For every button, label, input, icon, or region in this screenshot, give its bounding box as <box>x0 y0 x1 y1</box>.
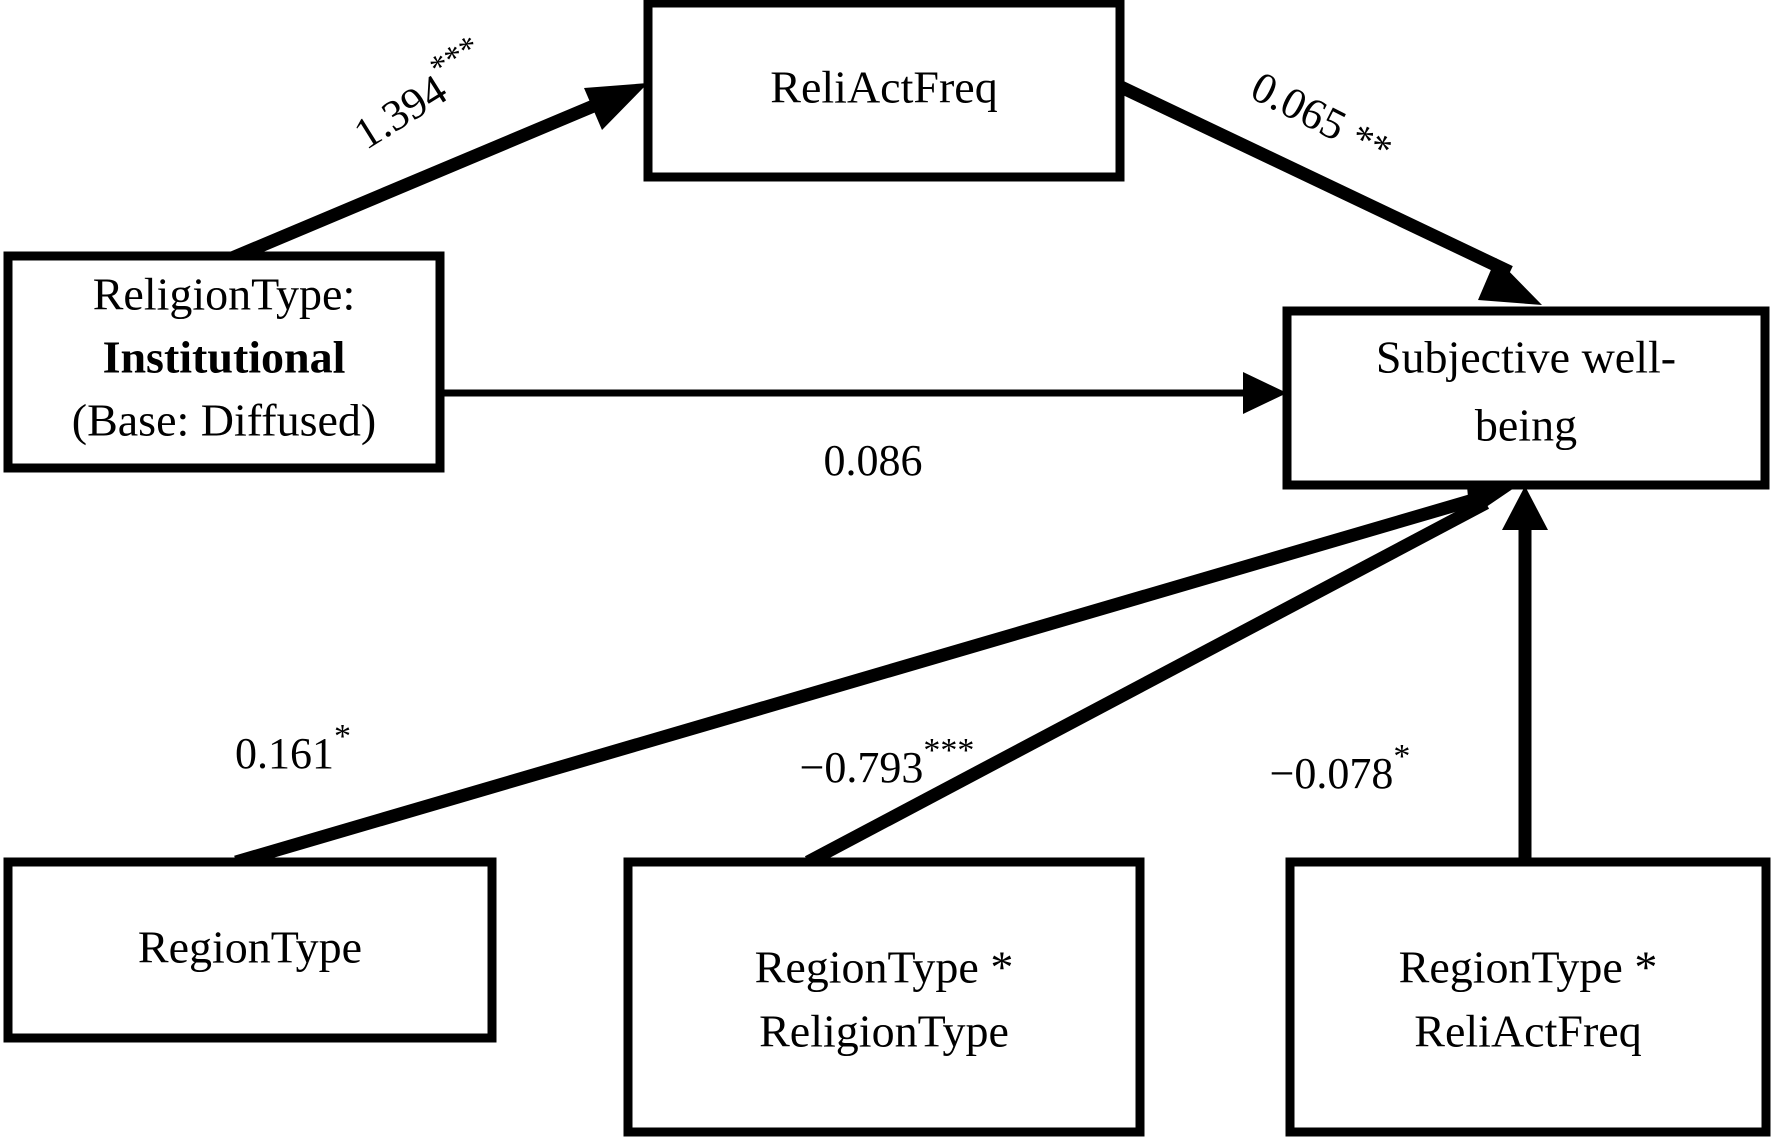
coef-stars-0161: * <box>334 718 351 755</box>
node-label-religion-type-line2: Institutional <box>103 332 346 383</box>
coef-value-0065: 0.065 <box>1243 62 1353 151</box>
edge-religion-to-wellbeing <box>440 372 1287 414</box>
node-label-religion-type-line3: (Base: Diffused) <box>72 395 376 446</box>
node-label-region-x-reliact-line2: ReliActFreq <box>1414 1006 1641 1057</box>
edge-regiontype-to-wellbeing <box>234 470 1514 869</box>
node-box-religion-type[interactable] <box>3 251 445 473</box>
coef-text-0086: 0.086 <box>725 436 1000 485</box>
node-label-region-type: RegionType <box>138 922 362 973</box>
arrowhead-region-x-reliact-to-wellbeing <box>1502 486 1548 530</box>
node-region-type[interactable]: RegionType <box>3 857 497 1043</box>
edge-line-regiontype-to-wellbeing <box>234 491 1482 869</box>
node-box-region-x-reliact[interactable] <box>1285 857 1771 1137</box>
coef-label-region-x-religion-to-wellbeing: −0.793*** <box>701 732 1052 792</box>
coef-stars-0078: * <box>1393 738 1410 775</box>
coef-text-0793: −0.793*** <box>701 732 1052 792</box>
edge-region-x-reliact-to-wellbeing <box>1502 486 1548 862</box>
coef-value-0793: −0.793 <box>800 743 924 792</box>
arrowhead-religion-to-wellbeing <box>1243 372 1287 414</box>
node-box-reli-act-freq[interactable] <box>643 0 1125 182</box>
edge-line-religion-to-reliactfreq <box>229 88 625 264</box>
coef-value-0161: 0.161 <box>235 729 334 778</box>
arrowhead-religion-to-reliactfreq <box>584 83 648 130</box>
coef-stars-0065: ** <box>1343 114 1399 172</box>
node-label-region-x-religion-line2: ReligionType <box>759 1006 1009 1057</box>
node-reli-act-freq[interactable]: ReliActFreq <box>643 0 1125 182</box>
coef-stars-0793: *** <box>923 732 974 769</box>
arrowhead-reliactfreq-to-wellbeing <box>1478 258 1542 305</box>
coef-value-0078: −0.078 <box>1270 749 1394 798</box>
edge-line-reliactfreq-to-wellbeing <box>1118 81 1513 278</box>
node-label-region-x-religion-line1: RegionType * <box>755 942 1014 993</box>
edge-reliactfreq-to-wellbeing <box>1118 81 1542 305</box>
node-label-religion-type-line1: ReligionType: <box>93 269 356 320</box>
node-religion-type[interactable]: ReligionType: Institutional (Base: Diffu… <box>3 251 445 473</box>
coef-text-0078: −0.078* <box>1171 738 1488 798</box>
edge-line-region-x-religion-to-wellbeing <box>804 497 1490 868</box>
coef-label-regiontype-to-wellbeing: 0.161* <box>136 718 428 778</box>
node-box-subjective-wellbeing[interactable] <box>1282 306 1770 490</box>
coef-text-0161: 0.161* <box>136 718 428 778</box>
coef-value-0086: 0.086 <box>824 436 923 485</box>
node-box-region-x-religion[interactable] <box>623 857 1145 1137</box>
node-label-reli-act-freq: ReliActFreq <box>770 62 997 113</box>
coef-label-region-x-reliact-to-wellbeing: −0.078* <box>1171 738 1488 798</box>
node-region-x-religion[interactable]: RegionType * ReligionType <box>623 857 1145 1137</box>
edge-religion-to-reliactfreq <box>229 83 648 264</box>
node-region-x-reliact[interactable]: RegionType * ReliActFreq <box>1285 857 1771 1137</box>
coef-label-religion-to-wellbeing: 0.086 <box>725 436 1000 485</box>
node-label-subjective-wellbeing-line2: being <box>1475 400 1577 451</box>
node-label-region-x-reliact-line1: RegionType * <box>1399 942 1658 993</box>
node-label-subjective-wellbeing-line1: Subjective well- <box>1376 332 1676 383</box>
node-subjective-wellbeing[interactable]: Subjective well- being <box>1282 306 1770 490</box>
node-box-region-type[interactable] <box>3 857 497 1043</box>
